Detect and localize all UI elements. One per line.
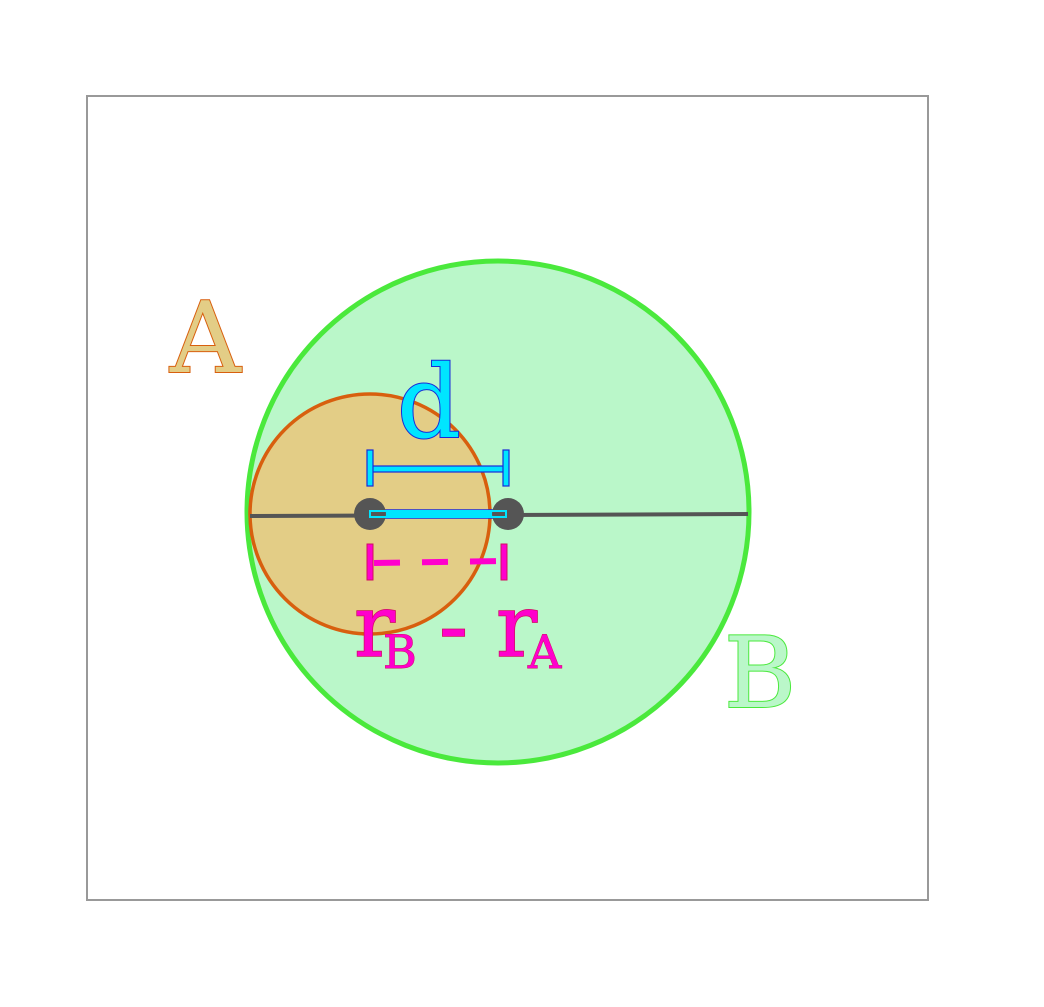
- radius-difference-bracket: [366, 543, 508, 581]
- minus-sign: -: [439, 577, 468, 677]
- ra-symbol: r: [496, 577, 538, 677]
- ra-subscript: A: [527, 625, 562, 679]
- distance-label: d: [397, 344, 461, 461]
- rb-symbol: r: [354, 577, 396, 677]
- distance-bracket: [366, 449, 510, 487]
- circle-b-label: B: [724, 617, 796, 731]
- rb-subscript: B: [383, 625, 417, 679]
- distance-segment-overlay: [369, 510, 507, 518]
- frame: [86, 95, 929, 901]
- circle-a-label: A: [169, 282, 242, 396]
- center-b-dot: [492, 498, 524, 530]
- radius-difference-label: r B - r A: [353, 576, 562, 679]
